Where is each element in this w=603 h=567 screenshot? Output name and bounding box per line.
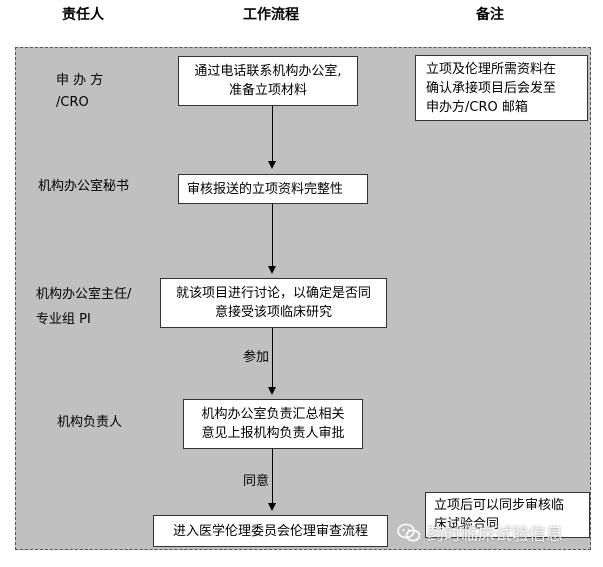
- step-discuss-project-line2: 意接受该项临床研究: [214, 305, 332, 320]
- watermark-text: 药时临床试验信息: [427, 525, 563, 545]
- header-notes: 备注: [476, 7, 504, 23]
- role-director: 机构办公室主任/ 专业组 PI: [36, 282, 131, 332]
- watermark: 药时临床试验信息: [397, 520, 563, 545]
- role-sponsor: 申 办 方 /CRO: [56, 70, 103, 114]
- note-contract-review: 立项后可以同步审核临 床试验合同: [425, 492, 590, 538]
- arrowhead-3: [268, 387, 276, 395]
- note-materials-email-line1: 立项及伦理所需资料在: [426, 61, 557, 77]
- step-discuss-project: 就该项目进行讨论，以确定是否同 意接受该项临床研究: [160, 278, 387, 328]
- step-report-approval-line2: 意见上报机构负责人审批: [201, 426, 345, 441]
- role-secretary: 机构办公室秘书: [38, 179, 130, 194]
- connector-1: [272, 106, 273, 161]
- step-review-completeness: 审核报送的立项资料完整性: [178, 174, 368, 204]
- step-ethics-review: 进入医学伦理委员会伦理审查流程: [153, 515, 388, 547]
- header-workflow: 工作流程: [243, 7, 299, 23]
- role-sponsor-line1: 申 办 方: [56, 73, 104, 88]
- note-materials-email: 立项及伦理所需资料在 确认承接项目后会发至 申办方/CRO 邮箱: [415, 55, 588, 121]
- step-report-approval-line1: 机构办公室负责汇总相关: [201, 407, 345, 422]
- note-contract-review-line2: 床试验合同: [434, 517, 500, 532]
- wechat-icon: [397, 523, 421, 541]
- connector-4: [272, 449, 273, 503]
- note-materials-email-line3: 申办方/CRO 邮箱: [426, 99, 528, 115]
- note-contract-review-line1: 立项后可以同步审核临: [434, 498, 565, 513]
- step-report-approval: 机构办公室负责汇总相关 意见上报机构负责人审批: [183, 399, 363, 449]
- edge-label-agree: 同意: [243, 474, 270, 489]
- header-responsible: 责任人: [62, 7, 104, 23]
- step-contact-office-line2: 准备立项材料: [228, 83, 307, 98]
- step-ethics-review-text: 进入医学伦理委员会伦理审查流程: [172, 523, 368, 539]
- arrowhead-2: [268, 266, 276, 274]
- role-head: 机构负责人: [57, 415, 123, 430]
- step-discuss-project-line1: 就该项目进行讨论，以确定是否同: [175, 286, 371, 301]
- step-contact-office-line1: 通过电话联系机构办公室,: [194, 64, 342, 79]
- connector-3: [272, 328, 273, 387]
- arrowhead-4: [268, 503, 276, 511]
- arrowhead-1: [268, 161, 276, 169]
- edge-label-participate: 参加: [243, 350, 270, 365]
- step-review-completeness-text: 审核报送的立项资料完整性: [187, 181, 344, 197]
- role-director-line1: 机构办公室主任/: [36, 287, 132, 302]
- step-contact-office: 通过电话联系机构办公室, 准备立项材料: [178, 56, 358, 106]
- role-sponsor-line2: /CRO: [56, 95, 89, 110]
- connector-2: [272, 204, 273, 266]
- note-materials-email-line2: 确认承接项目后会发至: [426, 80, 557, 96]
- role-director-line2: 专业组 PI: [36, 312, 91, 327]
